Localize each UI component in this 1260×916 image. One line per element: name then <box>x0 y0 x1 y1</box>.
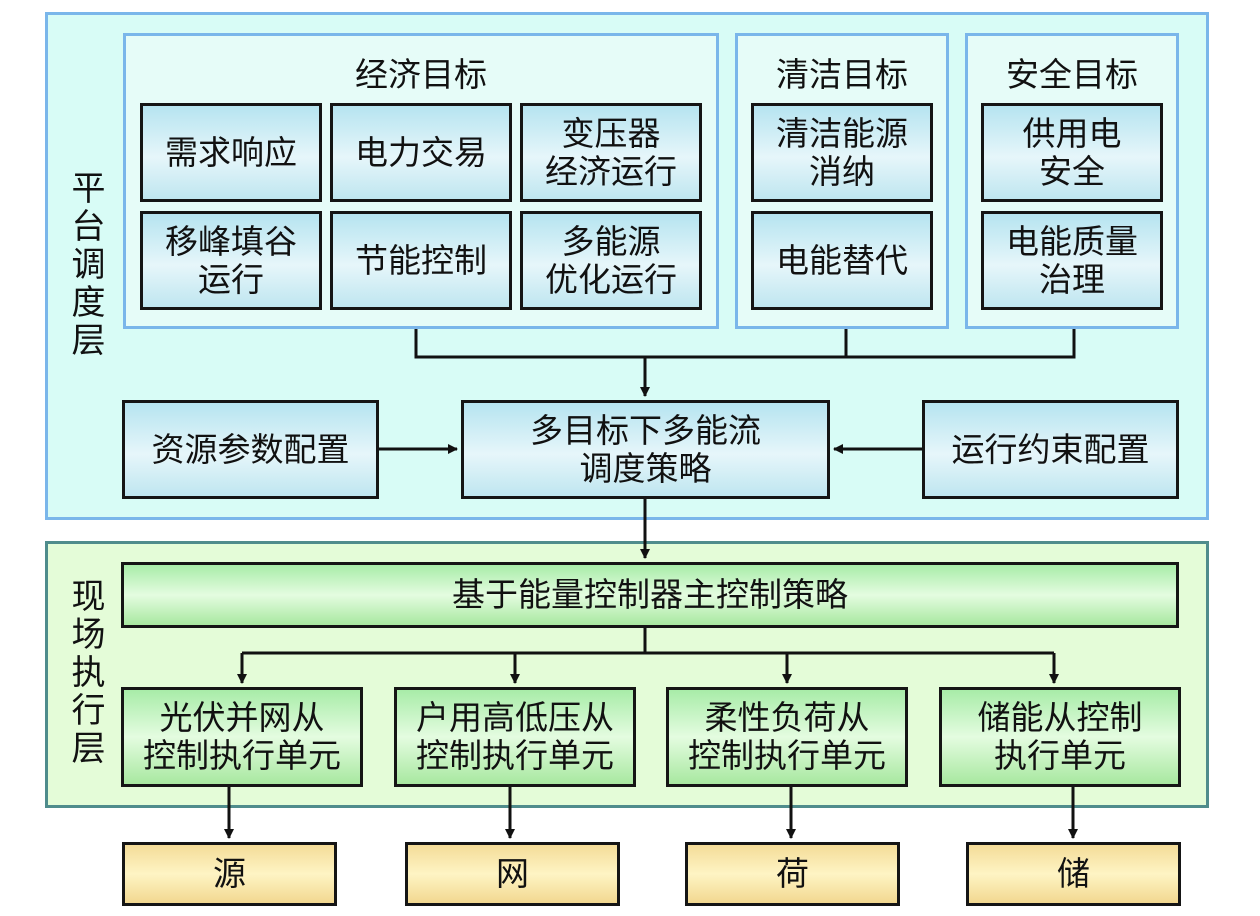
clean-goal-title: 清洁目标 <box>776 55 908 94</box>
multi-energy-optimization-box: 多能源 优化运行 <box>520 211 702 310</box>
resource-config-box: 资源参数配置 <box>122 400 379 499</box>
pv-unit-box: 光伏并网从 控制执行单元 <box>121 687 363 787</box>
storage-unit-box: 储能从控制 执行单元 <box>939 687 1181 787</box>
safety-goal-title: 安全目标 <box>1006 55 1138 94</box>
power-supply-safety-box: 供用电 安全 <box>981 103 1163 202</box>
economic-goal-title: 经济目标 <box>355 55 487 94</box>
output-source-box: 源 <box>122 842 337 906</box>
output-load-box: 荷 <box>685 842 900 906</box>
platform-layer-label: 平台调度层 <box>65 170 105 360</box>
household-voltage-unit-box: 户用高低压从 控制执行单元 <box>394 687 636 787</box>
demand-response-box: 需求响应 <box>140 103 322 202</box>
transformer-economic-box: 变压器 经济运行 <box>520 103 702 202</box>
power-quality-box: 电能质量 治理 <box>981 211 1163 310</box>
peak-shifting-box: 移峰填谷 运行 <box>140 211 322 310</box>
output-grid-box: 网 <box>405 842 620 906</box>
constraint-config-box: 运行约束配置 <box>922 400 1179 499</box>
energy-saving-box: 节能控制 <box>330 211 512 310</box>
power-trading-box: 电力交易 <box>330 103 512 202</box>
clean-energy-consumption-box: 清洁能源 消纳 <box>751 103 933 202</box>
output-storage-box: 储 <box>966 842 1181 906</box>
master-control-strategy-box: 基于能量控制器主控制策略 <box>121 562 1179 628</box>
dispatch-strategy-box: 多目标下多能流 调度策略 <box>461 400 830 499</box>
field-layer-label: 现场执行层 <box>65 578 105 768</box>
flexible-load-unit-box: 柔性负荷从 控制执行单元 <box>666 687 908 787</box>
electric-substitution-box: 电能替代 <box>751 211 933 310</box>
